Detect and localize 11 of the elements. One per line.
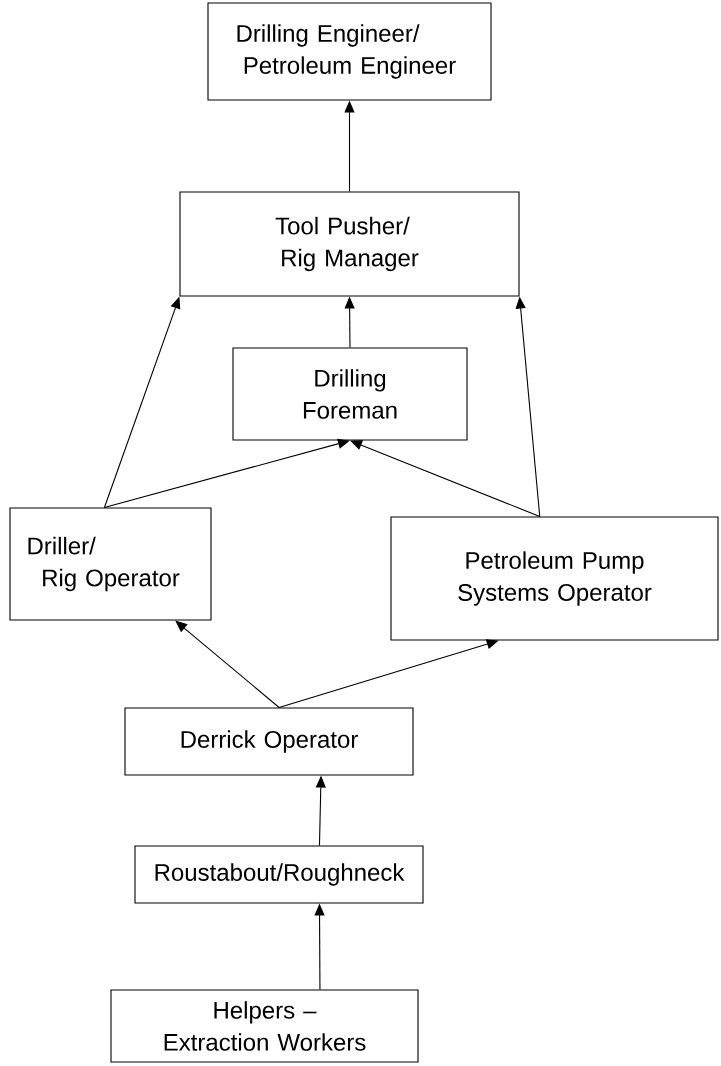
role-box: Petroleum Pump Systems Operator <box>390 516 719 641</box>
role-box: Tool Pusher/ Rig Manager <box>179 191 520 297</box>
role-box: Roustabout/Roughneck <box>134 845 424 904</box>
arrow <box>175 620 280 708</box>
role-box: Driller/ Rig Operator <box>9 507 212 621</box>
role-box: Drilling Foreman <box>232 347 468 441</box>
role-box: Drilling Engineer/ Petroleum Engineer <box>207 2 492 101</box>
role-box: Derrick Operator <box>124 707 414 776</box>
arrow <box>103 438 350 508</box>
arrow <box>350 440 541 517</box>
role-box: Helpers – Extraction Workers <box>110 989 419 1063</box>
